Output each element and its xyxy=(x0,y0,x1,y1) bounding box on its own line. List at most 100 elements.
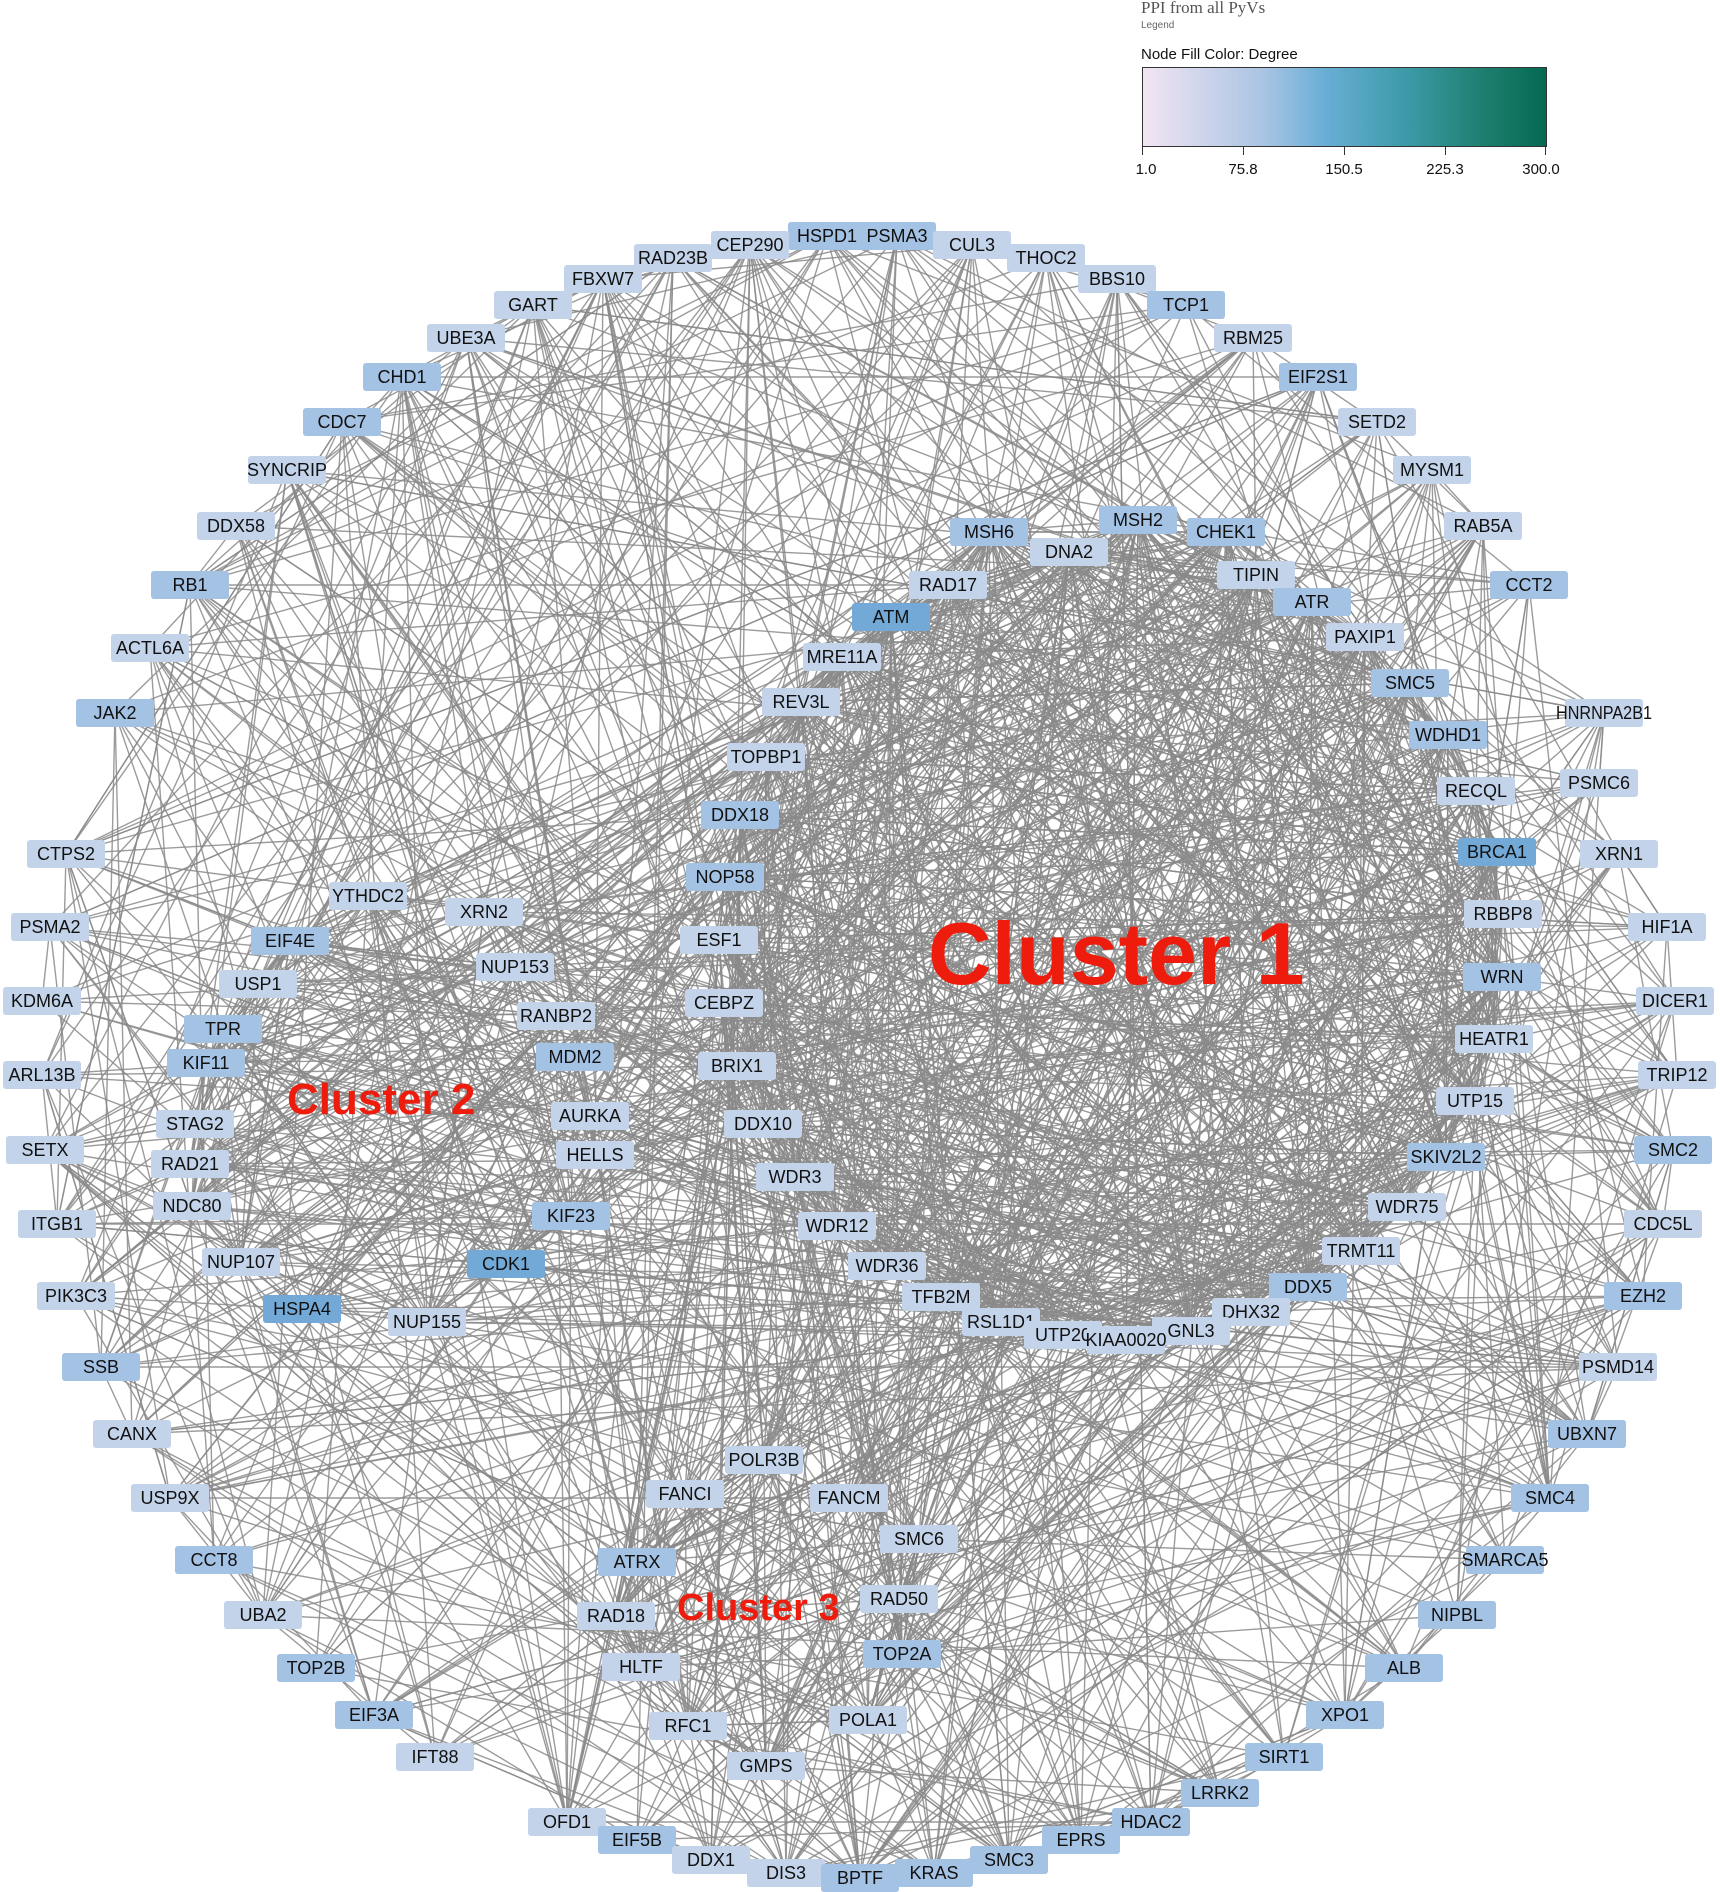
node-hspa4[interactable]: HSPA4 xyxy=(263,1295,341,1323)
node-chd1[interactable]: CHD1 xyxy=(363,363,441,391)
node-recql[interactable]: RECQL xyxy=(1437,777,1515,805)
node-tfb2m[interactable]: TFB2M xyxy=(902,1283,980,1311)
node-gnl3[interactable]: GNL3 xyxy=(1152,1317,1230,1345)
node-sirt1[interactable]: SIRT1 xyxy=(1245,1743,1323,1771)
node-hspd1[interactable]: HSPD1 xyxy=(788,222,866,250)
node-brix1[interactable]: BRIX1 xyxy=(698,1052,776,1080)
node-ddx18[interactable]: DDX18 xyxy=(701,801,779,829)
node-hdac2[interactable]: HDAC2 xyxy=(1112,1808,1190,1836)
node-xrn2[interactable]: XRN2 xyxy=(445,898,523,926)
node-wdr3[interactable]: WDR3 xyxy=(756,1163,834,1191)
node-trmt11[interactable]: TRMT11 xyxy=(1322,1237,1400,1265)
node-ube3a[interactable]: UBE3A xyxy=(427,324,505,352)
node-ssb[interactable]: SSB xyxy=(62,1353,140,1381)
node-rsl1d1[interactable]: RSL1D1 xyxy=(962,1308,1040,1336)
node-ndc80[interactable]: NDC80 xyxy=(153,1192,231,1220)
node-kif23[interactable]: KIF23 xyxy=(532,1202,610,1230)
node-cep290[interactable]: CEP290 xyxy=(711,231,789,259)
node-kras[interactable]: KRAS xyxy=(895,1859,973,1887)
node-smc6[interactable]: SMC6 xyxy=(880,1525,958,1553)
node-rbm25[interactable]: RBM25 xyxy=(1214,324,1292,352)
node-cct2[interactable]: CCT2 xyxy=(1490,571,1568,599)
node-heatr1[interactable]: HEATR1 xyxy=(1455,1025,1533,1053)
node-atm[interactable]: ATM xyxy=(852,603,930,631)
node-arl13b[interactable]: ARL13B xyxy=(3,1061,81,1089)
node-mysm1[interactable]: MYSM1 xyxy=(1393,456,1471,484)
node-cdk1[interactable]: CDK1 xyxy=(467,1250,545,1278)
node-eif3a[interactable]: EIF3A xyxy=(335,1701,413,1729)
node-hif1a[interactable]: HIF1A xyxy=(1628,913,1706,941)
node-top2a[interactable]: TOP2A xyxy=(863,1640,941,1668)
node-ddx1[interactable]: DDX1 xyxy=(672,1846,750,1874)
node-wrn[interactable]: WRN xyxy=(1463,963,1541,991)
node-eif5b[interactable]: EIF5B xyxy=(598,1826,676,1854)
node-cdc7[interactable]: CDC7 xyxy=(303,408,381,436)
node-fanci[interactable]: FANCI xyxy=(646,1480,724,1508)
node-itgb1[interactable]: ITGB1 xyxy=(18,1210,96,1238)
node-bbs10[interactable]: BBS10 xyxy=(1078,265,1156,293)
node-jak2[interactable]: JAK2 xyxy=(76,699,154,727)
node-usp9x[interactable]: USP9X xyxy=(131,1484,209,1512)
node-rad21[interactable]: RAD21 xyxy=(151,1150,229,1178)
node-actl6a[interactable]: ACTL6A xyxy=(111,634,189,662)
node-rab5a[interactable]: RAB5A xyxy=(1444,512,1522,540)
node-atrx[interactable]: ATRX xyxy=(598,1548,676,1576)
node-dhx32[interactable]: DHX32 xyxy=(1212,1298,1290,1326)
node-smc2[interactable]: SMC2 xyxy=(1634,1136,1712,1164)
node-xpo1[interactable]: XPO1 xyxy=(1306,1701,1384,1729)
node-dna2[interactable]: DNA2 xyxy=(1030,538,1108,566)
node-ezh2[interactable]: EZH2 xyxy=(1604,1282,1682,1310)
node-thoc2[interactable]: THOC2 xyxy=(1007,244,1085,272)
node-setd2[interactable]: SETD2 xyxy=(1338,408,1416,436)
node-nop58[interactable]: NOP58 xyxy=(686,863,764,891)
node-eprs[interactable]: EPRS xyxy=(1042,1826,1120,1854)
node-gmps[interactable]: GMPS xyxy=(727,1752,805,1780)
node-cdc5l[interactable]: CDC5L xyxy=(1624,1210,1702,1238)
node-rbbp8[interactable]: RBBP8 xyxy=(1464,900,1542,928)
node-mre11a[interactable]: MRE11A xyxy=(803,643,881,671)
node-atr[interactable]: ATR xyxy=(1273,588,1351,616)
node-rad18[interactable]: RAD18 xyxy=(577,1602,655,1630)
node-lrrk2[interactable]: LRRK2 xyxy=(1181,1779,1259,1807)
node-skiv2l2[interactable]: SKIV2L2 xyxy=(1407,1143,1485,1171)
node-hltf[interactable]: HLTF xyxy=(602,1653,680,1681)
node-top2b[interactable]: TOP2B xyxy=(277,1654,355,1682)
node-cct8[interactable]: CCT8 xyxy=(175,1546,253,1574)
node-setx[interactable]: SETX xyxy=(6,1136,84,1164)
node-rad17[interactable]: RAD17 xyxy=(909,571,987,599)
node-utp15[interactable]: UTP15 xyxy=(1436,1087,1514,1115)
node-eif4e[interactable]: EIF4E xyxy=(251,927,329,955)
node-hells[interactable]: HELLS xyxy=(556,1141,634,1169)
node-wdr12[interactable]: WDR12 xyxy=(798,1212,876,1240)
node-ofd1[interactable]: OFD1 xyxy=(528,1808,606,1836)
node-ddx10[interactable]: DDX10 xyxy=(724,1110,802,1138)
node-tipin[interactable]: TIPIN xyxy=(1217,561,1295,589)
node-wdr75[interactable]: WDR75 xyxy=(1368,1193,1446,1221)
node-psma3[interactable]: PSMA3 xyxy=(858,222,936,250)
node-cul3[interactable]: CUL3 xyxy=(933,231,1011,259)
node-dis3[interactable]: DIS3 xyxy=(747,1859,825,1887)
node-ranbp2[interactable]: RANBP2 xyxy=(517,1002,595,1030)
node-smc5[interactable]: SMC5 xyxy=(1371,669,1449,697)
node-usp1[interactable]: USP1 xyxy=(219,970,297,998)
node-tcp1[interactable]: TCP1 xyxy=(1147,291,1225,319)
node-canx[interactable]: CANX xyxy=(93,1420,171,1448)
node-gart[interactable]: GART xyxy=(494,291,572,319)
node-rev3l[interactable]: REV3L xyxy=(762,688,840,716)
node-rb1[interactable]: RB1 xyxy=(151,571,229,599)
node-fbxw7[interactable]: FBXW7 xyxy=(564,265,642,293)
node-polr3b[interactable]: POLR3B xyxy=(725,1446,803,1474)
node-uba2[interactable]: UBA2 xyxy=(224,1601,302,1629)
node-esf1[interactable]: ESF1 xyxy=(680,926,758,954)
node-dicer1[interactable]: DICER1 xyxy=(1636,987,1714,1015)
node-xrn1[interactable]: XRN1 xyxy=(1580,840,1658,868)
node-trip12[interactable]: TRIP12 xyxy=(1638,1061,1716,1089)
node-bptf[interactable]: BPTF xyxy=(821,1864,899,1892)
node-ift88[interactable]: IFT88 xyxy=(396,1743,474,1771)
node-ctps2[interactable]: CTPS2 xyxy=(27,840,105,868)
node-ddx5[interactable]: DDX5 xyxy=(1269,1273,1347,1301)
node-cebpz[interactable]: CEBPZ xyxy=(685,989,763,1017)
node-nup107[interactable]: NUP107 xyxy=(202,1248,280,1276)
node-topbp1[interactable]: TOPBP1 xyxy=(727,743,805,771)
node-mdm2[interactable]: MDM2 xyxy=(536,1043,614,1071)
